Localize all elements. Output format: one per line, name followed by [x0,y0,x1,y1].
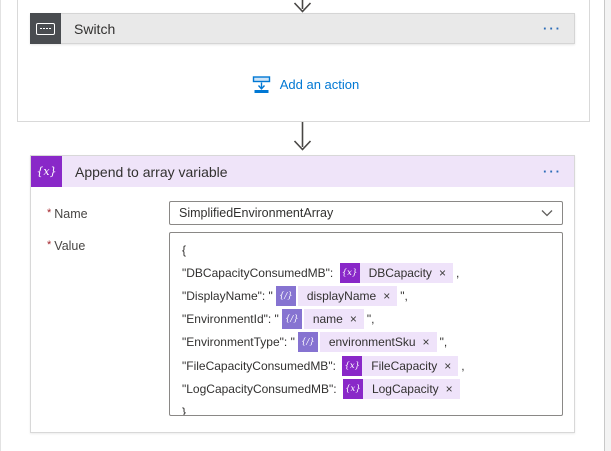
action-title: Append to array variable [75,163,228,180]
value-line: "DBCapacityConsumedMB": {x} DBCapacity ×, [182,261,550,284]
token-label: displayName [306,288,377,303]
line-text: ", [400,288,408,303]
token-label: LogCapacity [371,381,439,396]
dynamic-content-icon: {/} [281,309,302,330]
add-action-button[interactable]: Add an action [0,75,611,94]
remove-token-icon[interactable]: × [444,358,452,373]
token-pill[interactable]: {x} DBCapacity × [339,262,453,283]
line-text: "FileCapacityConsumedMB": [182,358,340,373]
token-pill[interactable]: {/} displayName × [275,285,398,306]
line-text: "EnvironmentType": " [182,335,295,350]
remove-token-icon[interactable]: × [445,381,453,396]
name-field-label: *Name [47,207,88,221]
arrow-down-icon [293,122,312,151]
line-text: "DBCapacityConsumedMB": [182,265,337,280]
token-body: displayName × [297,285,398,306]
value-line: "EnvironmentType": "{/} environmentSku × ", [182,331,550,354]
add-action-label: Add an action [279,77,360,92]
remove-token-icon[interactable]: × [349,312,357,327]
canvas-left-edge [0,0,1,451]
remove-token-icon[interactable]: × [383,288,391,303]
value-lines: { "DBCapacityConsumedMB": {x} DBCapacity ×,… [182,238,550,416]
value-line: "EnvironmentId": "{/} name × ", [182,308,550,331]
dynamic-content-icon: {/} [297,332,318,353]
token-pill[interactable]: {/} name × [281,309,364,330]
line-text: { [182,242,187,257]
token-pill[interactable]: {x} LogCapacity × [342,378,460,399]
required-mark: * [47,239,52,251]
token-body: name × [303,309,364,330]
token-pill[interactable]: {/} environmentSku × [297,332,437,353]
name-dropdown[interactable]: SimplifiedEnvironmentArray [169,201,563,225]
remove-token-icon[interactable]: × [422,335,430,350]
token-body: LogCapacity × [362,378,460,399]
arrow-down-icon [293,0,312,13]
line-text: ", [366,312,375,327]
token-body: FileCapacity × [362,355,459,376]
required-mark: * [47,207,52,219]
action-title: Switch [74,20,116,37]
token-body: environmentSku × [319,332,437,353]
token-body: DBCapacity × [359,262,453,283]
insert-step-icon [252,76,270,93]
variable-icon: {x} [339,262,360,283]
value-line: } [182,400,550,416]
name-dropdown-value: SimplifiedEnvironmentArray [179,206,334,220]
token-pill[interactable]: {x} FileCapacity × [342,355,459,376]
dynamic-content-icon: {/} [275,285,296,306]
token-label: FileCapacity [371,358,438,373]
remove-token-icon[interactable]: × [438,265,446,280]
value-field-label: *Value [47,239,86,253]
menu-ellipsis-button[interactable]: ··· [543,164,562,179]
token-label: name [312,312,343,327]
line-text: "DisplayName": " [182,288,273,303]
value-line: "FileCapacityConsumedMB": {x}FileCapacit… [182,354,550,377]
menu-ellipsis-button[interactable]: ··· [543,21,562,36]
line-text: "LogCapacityConsumedMB": [182,381,340,396]
line-text: ", [439,335,448,350]
append-to-array-variable-card: {x} Append to array variable ··· *Name S… [30,155,575,433]
switch-action-card[interactable]: Switch ··· [30,13,575,44]
line-text: "EnvironmentId": " [182,312,279,327]
line-text: , [455,265,460,280]
scrollbar[interactable] [604,0,611,451]
variable-icon: {x} [342,378,363,399]
line-text: , [461,358,465,373]
line-text: } [182,404,187,416]
token-label: environmentSku [328,335,416,350]
value-line: "DisplayName": "{/} displayName × ", [182,284,550,307]
value-line: { [182,238,550,261]
card-header[interactable]: {x} Append to array variable ··· [31,156,574,187]
variable-icon: {x} [342,355,363,376]
variable-icon: {x} [31,156,62,187]
value-line: "LogCapacityConsumedMB": {x} LogCapacity × [182,377,550,400]
value-editor[interactable]: { "DBCapacityConsumedMB": {x} DBCapacity ×,… [169,232,563,416]
switch-icon [30,13,61,44]
token-label: DBCapacity [368,265,432,280]
chevron-down-icon[interactable] [541,209,553,217]
